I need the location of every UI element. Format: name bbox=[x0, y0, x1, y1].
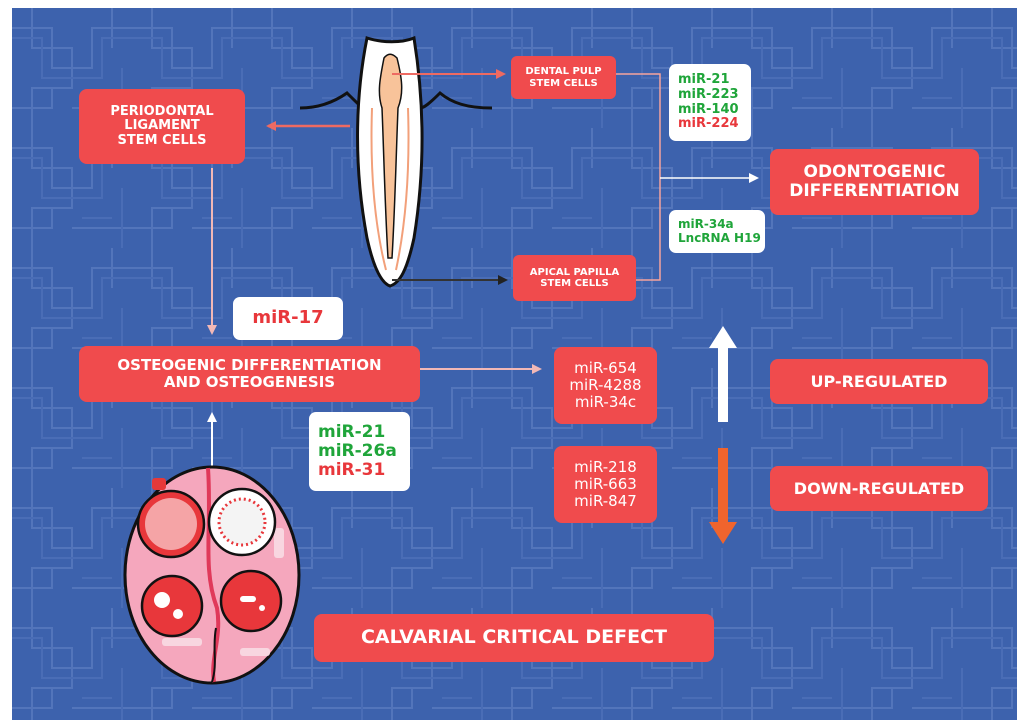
down-mirna-item: miR-847 bbox=[574, 493, 637, 510]
dental-pulp-stem-cells-node: DENTAL PULP STEM CELLS bbox=[511, 56, 616, 99]
down-arrow-icon bbox=[708, 448, 738, 544]
dpsc-line-1: DENTAL PULP bbox=[525, 66, 601, 77]
up-mirna-item: miR-654 bbox=[574, 360, 637, 377]
skull-defect-illustration bbox=[125, 467, 299, 683]
odontogenic-line-2: DIFFERENTIATION bbox=[789, 182, 960, 201]
pdl-stem-cells-node: PERIODONTAL LIGAMENT STEM CELLS bbox=[79, 89, 245, 164]
calvarial-label: CALVARIAL CRITICAL DEFECT bbox=[361, 627, 667, 648]
pulp-mirna-item: miR-140 bbox=[678, 103, 751, 118]
pdl-line-3: STEM CELLS bbox=[118, 134, 207, 149]
up-regulated-label: UP-REGULATED bbox=[770, 359, 988, 404]
osteo-mirna-item: miR-31 bbox=[318, 461, 410, 480]
up-mirna-box: miR-654 miR-4288 miR-34c bbox=[554, 347, 657, 424]
dpsc-line-2: STEM CELLS bbox=[529, 78, 597, 89]
papilla-mirna-item: miR-34a bbox=[678, 218, 765, 231]
osteo-mirna-item: miR-26a bbox=[318, 442, 410, 461]
up-regulated-text: UP-REGULATED bbox=[811, 373, 948, 391]
osteogenic-line-1: OSTEOGENIC DIFFERENTIATION bbox=[117, 357, 381, 374]
pulp-mirna-item: miR-21 bbox=[678, 73, 751, 88]
pulp-mirna-item: miR-223 bbox=[678, 88, 751, 103]
diagram-canvas: PERIODONTAL LIGAMENT STEM CELLS DENTAL P… bbox=[12, 8, 1017, 720]
down-mirna-item: miR-663 bbox=[574, 476, 637, 493]
pdl-line-1: PERIODONTAL bbox=[110, 105, 213, 120]
apical-papilla-stem-cells-node: APICAL PAPILLA STEM CELLS bbox=[513, 255, 636, 301]
mir17-text: miR-17 bbox=[252, 308, 323, 328]
calvarial-critical-defect-node: CALVARIAL CRITICAL DEFECT bbox=[314, 614, 714, 662]
pulp-mirna-item: miR-224 bbox=[678, 117, 751, 132]
bracket-line bbox=[616, 74, 660, 280]
osteogenic-line-2: AND OSTEOGENESIS bbox=[164, 374, 335, 391]
odontogenic-differentiation-node: ODONTOGENIC DIFFERENTIATION bbox=[770, 149, 979, 215]
pdl-line-2: LIGAMENT bbox=[124, 119, 199, 134]
mir17-label: miR-17 bbox=[233, 297, 343, 340]
down-regulated-label: DOWN-REGULATED bbox=[770, 466, 988, 511]
tooth-illustration bbox=[300, 38, 492, 286]
up-mirna-item: miR-34c bbox=[575, 394, 636, 411]
papilla-mirna-item: LncRNA H19 bbox=[678, 232, 765, 245]
down-mirna-item: miR-218 bbox=[574, 459, 637, 476]
papilla-mirna-list: miR-34a LncRNA H19 bbox=[669, 210, 765, 253]
down-mirna-box: miR-218 miR-663 miR-847 bbox=[554, 446, 657, 523]
osteogenic-differentiation-node: OSTEOGENIC DIFFERENTIATION AND OSTEOGENE… bbox=[79, 346, 420, 402]
pulp-mirna-list: miR-21 miR-223 miR-140 miR-224 bbox=[669, 64, 751, 141]
odontogenic-line-1: ODONTOGENIC bbox=[804, 163, 946, 182]
scap-line-2: STEM CELLS bbox=[540, 278, 608, 289]
down-regulated-text: DOWN-REGULATED bbox=[794, 480, 964, 498]
scap-line-1: APICAL PAPILLA bbox=[530, 267, 619, 278]
up-mirna-item: miR-4288 bbox=[569, 377, 641, 394]
osteo-mirna-list: miR-21 miR-26a miR-31 bbox=[309, 412, 410, 491]
up-arrow-icon bbox=[708, 326, 738, 422]
osteo-mirna-item: miR-21 bbox=[318, 423, 410, 442]
